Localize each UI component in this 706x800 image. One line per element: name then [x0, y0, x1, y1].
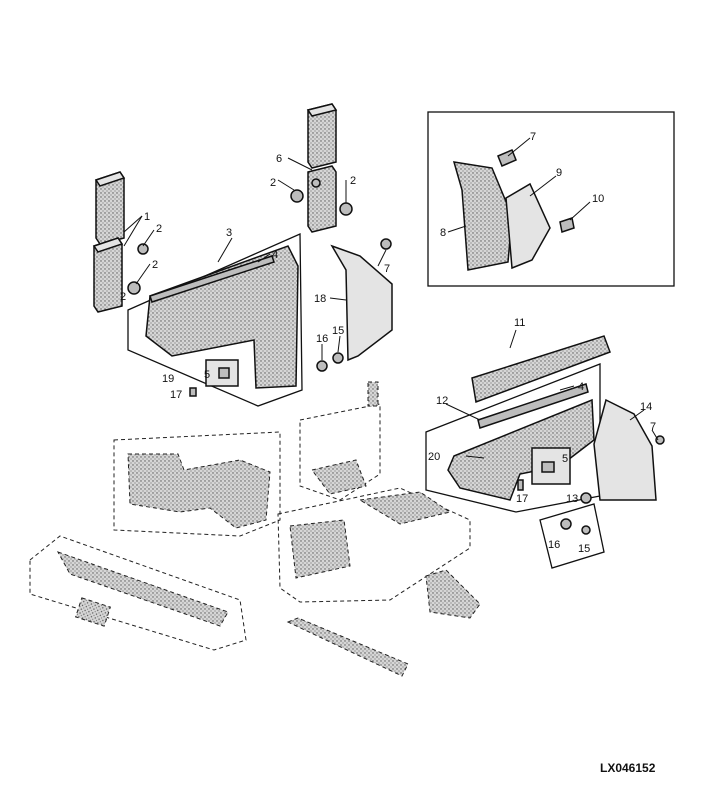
leader-lines	[123, 137, 659, 459]
callout-7: 7	[530, 131, 536, 143]
fastener-group-part-2	[127, 178, 353, 295]
callout-17: 17	[170, 389, 182, 401]
center-post-part-6	[306, 103, 338, 233]
left-panel-frame	[127, 233, 303, 407]
callout-16: 16	[316, 333, 328, 345]
callout-5: 5	[204, 369, 210, 381]
callout-7: 7	[650, 421, 656, 433]
callout-6: 6	[276, 153, 282, 165]
callout-15: 15	[332, 325, 344, 337]
callout-19: 19	[162, 373, 174, 385]
callout-3: 3	[226, 227, 232, 239]
callout-18: 18	[314, 293, 326, 305]
left-post-part-1	[92, 171, 126, 313]
callout-11: 11	[514, 317, 525, 329]
callout-17: 17	[516, 493, 528, 505]
callout-14: 14	[640, 401, 652, 413]
callout-labels: 1 2 2 2 2 6 3 4 5 19 17 7 18 15 16 7 9 8…	[120, 131, 656, 555]
callout-2: 2	[120, 291, 126, 303]
callout-9: 9	[556, 167, 562, 179]
side-trim-part-18	[316, 238, 393, 372]
callout-4: 4	[272, 249, 278, 261]
callout-15: 15	[578, 543, 590, 555]
right-trim-part-14	[593, 398, 665, 501]
detail-inset-box	[427, 111, 675, 287]
callout-2: 2	[156, 223, 162, 235]
callout-12: 12	[436, 395, 448, 407]
ghosted-related-parts	[29, 381, 481, 677]
callout-1: 1	[144, 211, 150, 223]
callout-16: 16	[548, 539, 560, 551]
callout-10: 10	[592, 193, 604, 205]
callout-2: 2	[270, 177, 276, 189]
right-panel-frame	[425, 335, 611, 513]
figure-reference: LX046152	[600, 761, 656, 775]
callout-7: 7	[384, 263, 390, 275]
fastener-inset	[539, 492, 605, 569]
callout-2: 2	[350, 175, 356, 187]
callout-20: 20	[428, 451, 440, 463]
callout-8: 8	[440, 227, 446, 239]
callout-13: 13	[566, 493, 578, 505]
callout-5: 5	[562, 453, 568, 465]
callout-4: 4	[578, 381, 584, 393]
callout-2: 2	[152, 259, 158, 271]
